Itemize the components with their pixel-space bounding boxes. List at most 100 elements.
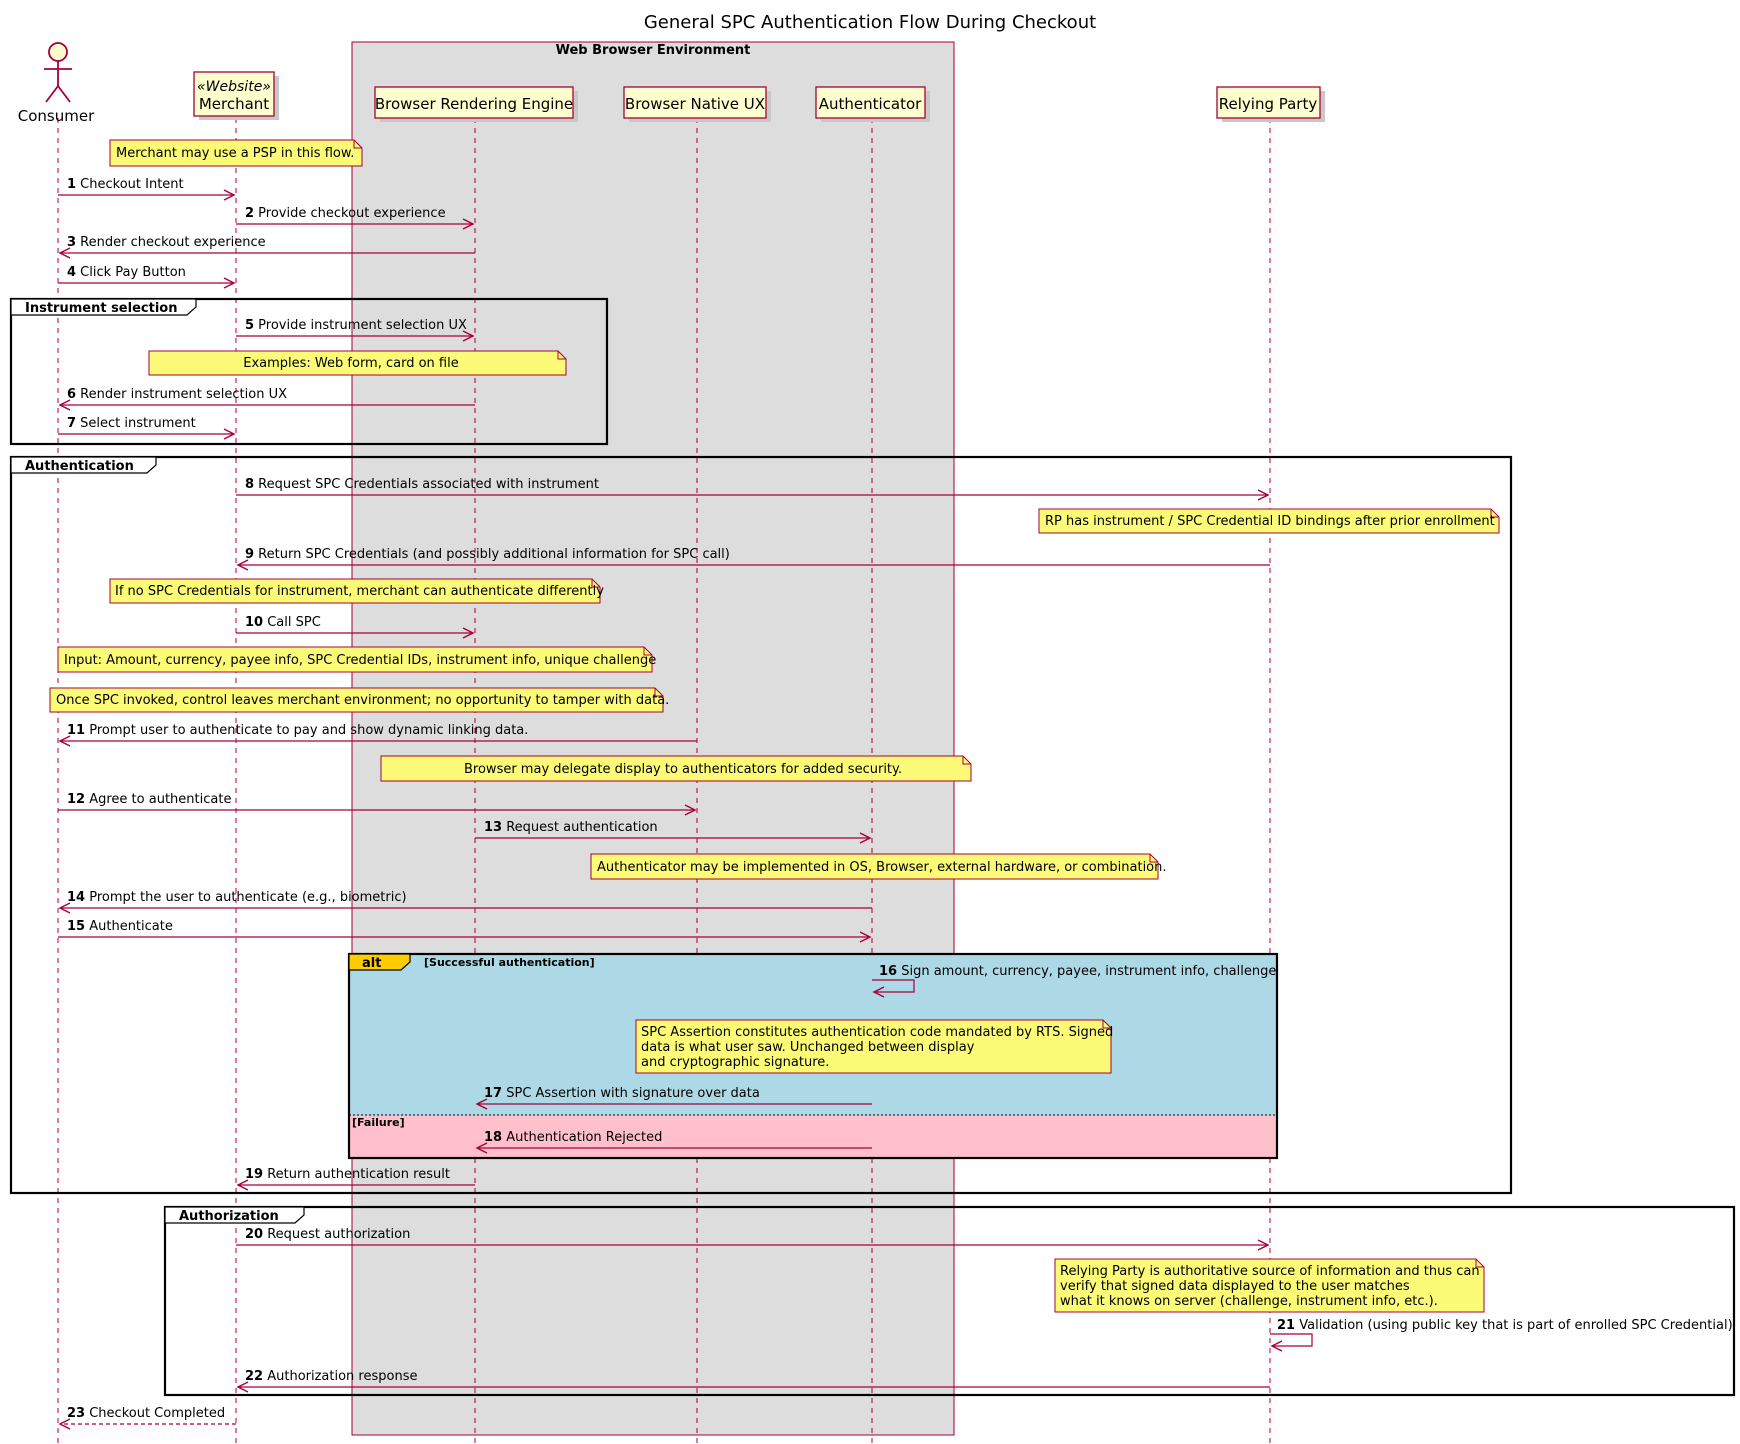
message-2: 2 Provide checkout experience xyxy=(236,206,475,230)
message-1: 1 Checkout Intent xyxy=(58,177,236,201)
message-arrow xyxy=(872,979,915,993)
note-text: verify that signed data displayed to the… xyxy=(1060,1279,1410,1294)
message-label: 17 SPC Assertion with signature over dat… xyxy=(484,1086,760,1101)
message-text: Prompt user to authenticate to pay and s… xyxy=(85,723,528,738)
note-text: what it knows on server (challenge, inst… xyxy=(1060,1294,1438,1309)
message-13: 13 Request authentication xyxy=(475,820,872,844)
note-text: Authenticator may be implemented in OS, … xyxy=(597,860,1167,875)
arrowhead xyxy=(462,330,475,342)
diagram-title: General SPC Authentication Flow During C… xyxy=(644,12,1096,33)
message-label: 7 Select instrument xyxy=(67,416,196,431)
arrowhead xyxy=(223,277,236,289)
message-label: 11 Prompt user to authenticate to pay an… xyxy=(67,723,528,738)
message-number: 13 xyxy=(484,820,502,835)
arrowhead xyxy=(223,428,236,440)
note-no-credentials: If no SPC Credentials for instrument, me… xyxy=(109,578,604,604)
message-number: 23 xyxy=(67,1406,85,1421)
message-label: 5 Provide instrument selection UX xyxy=(245,318,467,333)
note-text: Examples: Web form, card on file xyxy=(243,356,458,371)
message-label: 9 Return SPC Credentials (and possibly a… xyxy=(245,547,730,562)
frame-instrument-selection: Instrument selection xyxy=(9,297,609,446)
arrowhead xyxy=(859,931,872,943)
message-number: 10 xyxy=(245,615,263,630)
message-text: Checkout Completed xyxy=(85,1406,225,1421)
browser-environment-area xyxy=(351,41,955,1436)
arrowhead xyxy=(223,189,236,201)
message-number: 9 xyxy=(245,547,254,562)
message-label: 2 Provide checkout experience xyxy=(245,206,446,221)
message-18: 18 Authentication Rejected xyxy=(475,1130,872,1154)
arrowhead xyxy=(236,1179,249,1191)
message-text: Authenticate xyxy=(85,919,173,934)
arrowhead xyxy=(1257,489,1270,501)
note-text: Merchant may use a PSP in this flow. xyxy=(116,146,354,161)
message-7: 7 Select instrument xyxy=(58,416,236,440)
alt-keyword: alt xyxy=(362,956,381,971)
frame-label: Authentication xyxy=(25,459,134,474)
arrowhead xyxy=(462,627,475,639)
note-spc-invoked: Once SPC invoked, control leaves merchan… xyxy=(49,687,669,713)
arrowhead xyxy=(462,218,475,230)
arrowhead xyxy=(475,1098,488,1110)
message-number: 1 xyxy=(67,177,76,192)
message-text: Provide checkout experience xyxy=(254,206,446,221)
message-number: 21 xyxy=(1277,1318,1295,1333)
message-label: 1 Checkout Intent xyxy=(67,177,184,192)
message-14: 14 Prompt the user to authenticate (e.g.… xyxy=(58,890,872,914)
message-text: SPC Assertion with signature over data xyxy=(502,1086,760,1101)
note-examples: Examples: Web form, card on file xyxy=(148,350,567,376)
arrowhead xyxy=(58,902,71,914)
message-number: 7 xyxy=(67,416,76,431)
message-16: 16 Sign amount, currency, payee, instrum… xyxy=(872,964,1276,998)
participant-label: Browser Native UX xyxy=(625,95,765,113)
message-number: 16 xyxy=(879,964,897,979)
message-number: 20 xyxy=(245,1227,263,1242)
message-text: Sign amount, currency, payee, instrument… xyxy=(897,964,1276,979)
message-label: 4 Click Pay Button xyxy=(67,265,186,280)
message-number: 15 xyxy=(67,919,85,934)
participant-label: Relying Party xyxy=(1219,95,1318,113)
arrowhead xyxy=(1257,1239,1270,1251)
participant-merchant: «Website» Merchant xyxy=(193,71,279,120)
message-text: Request authentication xyxy=(502,820,658,835)
message-21: 21 Validation (using public key that is … xyxy=(1270,1318,1733,1352)
browser-environment-label: Web Browser Environment xyxy=(556,43,751,58)
messages: 1 Checkout Intent 2 Provide checkout expe… xyxy=(58,177,1733,1430)
message-text: Request SPC Credentials associated with … xyxy=(254,477,599,492)
message-number: 11 xyxy=(67,723,85,738)
message-text: Authentication Rejected xyxy=(502,1130,662,1145)
message-text: Checkout Intent xyxy=(76,177,184,192)
arrowhead xyxy=(58,247,71,259)
participant-consumer: Consumer xyxy=(18,42,95,125)
message-19: 19 Return authentication result xyxy=(236,1167,475,1191)
message-number: 14 xyxy=(67,890,85,905)
message-6: 6 Render instrument selection UX xyxy=(58,387,475,411)
message-23: 23 Checkout Completed xyxy=(58,1406,236,1430)
participant-native-ux: Browser Native UX xyxy=(623,86,771,122)
message-number: 4 xyxy=(67,265,76,280)
frame-authentication: Authentication xyxy=(9,455,1513,1195)
message-text: Render instrument selection UX xyxy=(76,387,287,402)
arrowhead xyxy=(236,1381,249,1393)
arrowhead xyxy=(475,1142,488,1154)
message-3: 3 Render checkout experience xyxy=(58,235,475,259)
message-number: 22 xyxy=(245,1369,263,1384)
frame-label: Authorization xyxy=(179,1209,279,1224)
note-rp-authoritative: Relying Party is authoritative source of… xyxy=(1054,1258,1485,1313)
message-label: 6 Render instrument selection UX xyxy=(67,387,287,402)
message-label: 22 Authorization response xyxy=(245,1369,417,1384)
note-rp-bindings: RP has instrument / SPC Credential ID bi… xyxy=(1038,508,1500,534)
message-label: 20 Request authorization xyxy=(245,1227,410,1242)
note-text: and cryptographic signature. xyxy=(641,1055,829,1070)
message-label: 14 Prompt the user to authenticate (e.g.… xyxy=(67,890,407,905)
actor-icon xyxy=(44,42,72,103)
arrowhead xyxy=(872,986,885,998)
participant-stereotype: «Website» xyxy=(197,79,271,95)
message-4: 4 Click Pay Button xyxy=(58,265,236,289)
message-label: 16 Sign amount, currency, payee, instrum… xyxy=(879,964,1276,979)
message-20: 20 Request authorization xyxy=(236,1227,1270,1251)
message-text: Select instrument xyxy=(76,416,196,431)
message-label: 12 Agree to authenticate xyxy=(67,792,231,807)
note-text: RP has instrument / SPC Credential ID bi… xyxy=(1045,514,1495,529)
note-psp: Merchant may use a PSP in this flow. xyxy=(109,139,363,167)
